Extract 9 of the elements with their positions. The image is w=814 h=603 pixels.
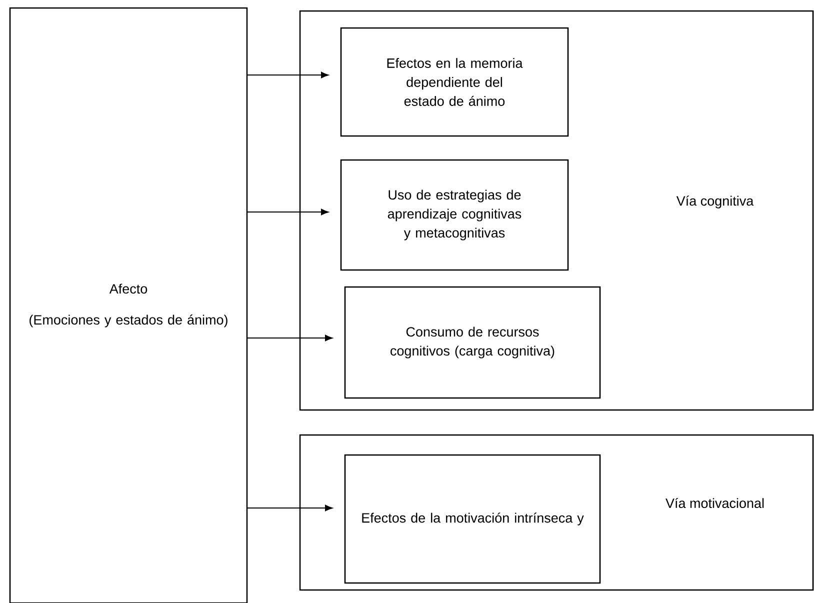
effect-box: Efectos de la motivación intrínseca y — [344, 454, 601, 584]
effect-box: Uso de estrategias de aprendizaje cognitivas y metacognitivas — [340, 159, 569, 271]
effect-box: Consumo de recursos cognitivos (carga cognitiva) — [344, 286, 601, 399]
effect-box: Efectos en la memoria dependiente del estado de ánimo — [340, 27, 569, 137]
arrow — [246, 72, 329, 78]
arrow — [246, 208, 329, 216]
affect-box: Afecto (Emociones y estados de ánimo) — [9, 7, 248, 603]
arrow — [246, 504, 333, 512]
arrow — [246, 334, 333, 342]
